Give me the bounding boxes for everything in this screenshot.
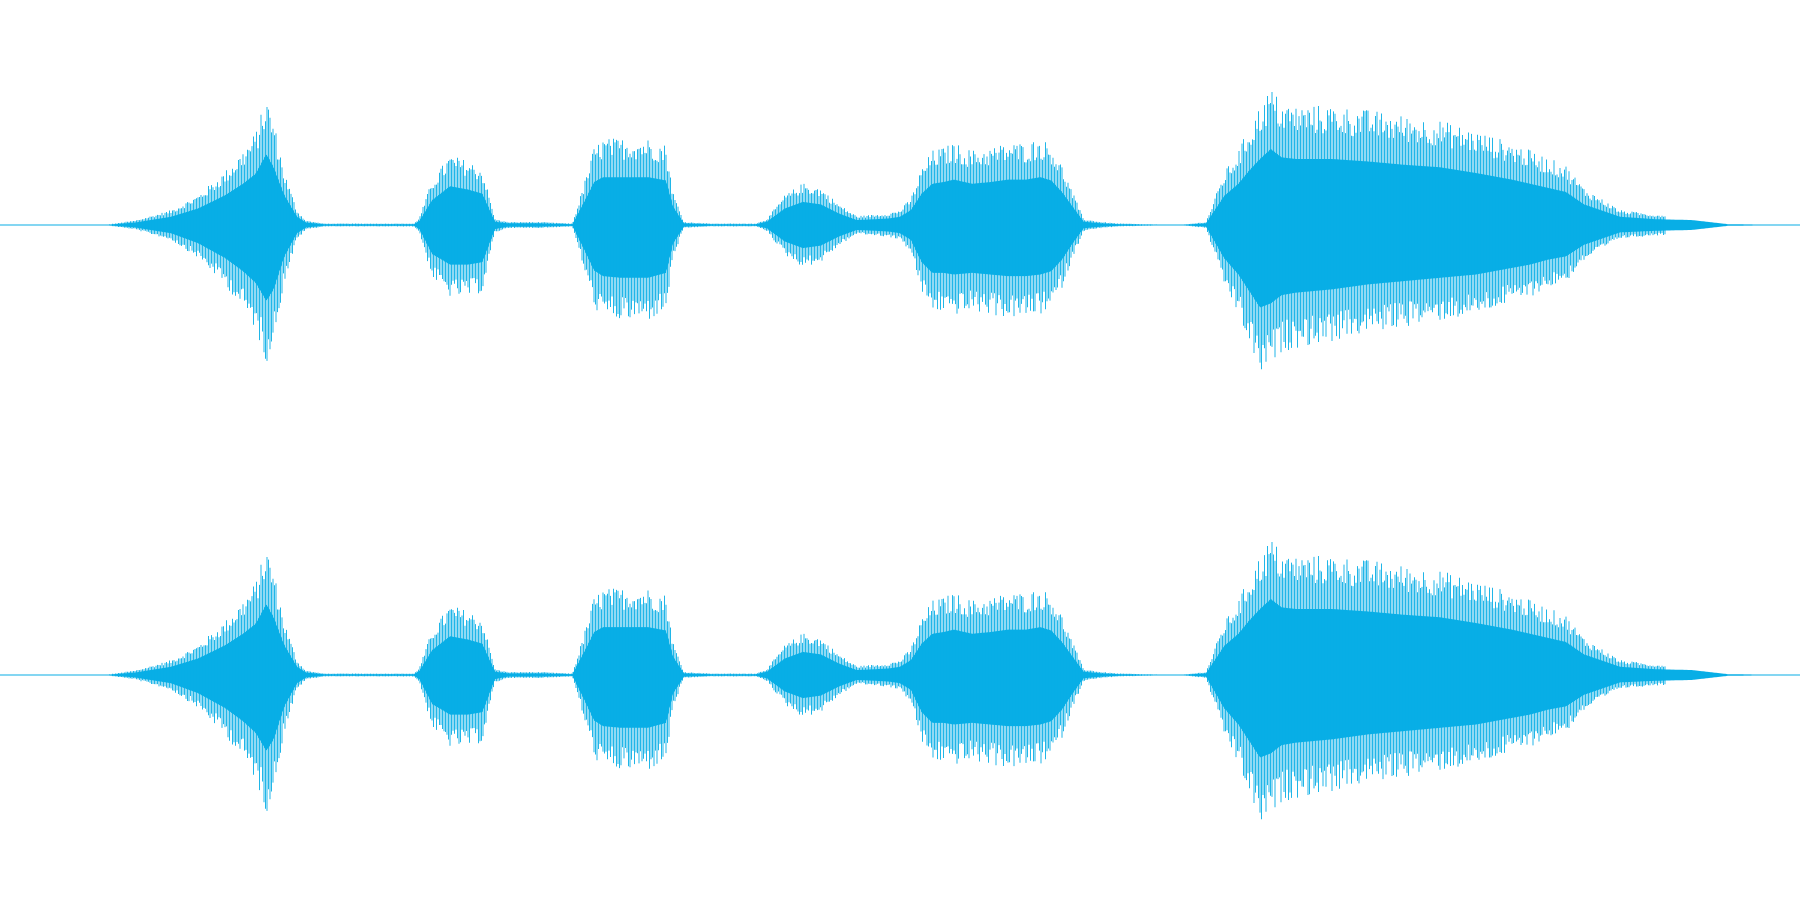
channel-2-waveform: [0, 542, 1800, 820]
channel-1-waveform: [0, 92, 1800, 370]
channel-2-sample-strokes: [107, 542, 1666, 820]
channel-1-sample-strokes: [107, 92, 1666, 370]
